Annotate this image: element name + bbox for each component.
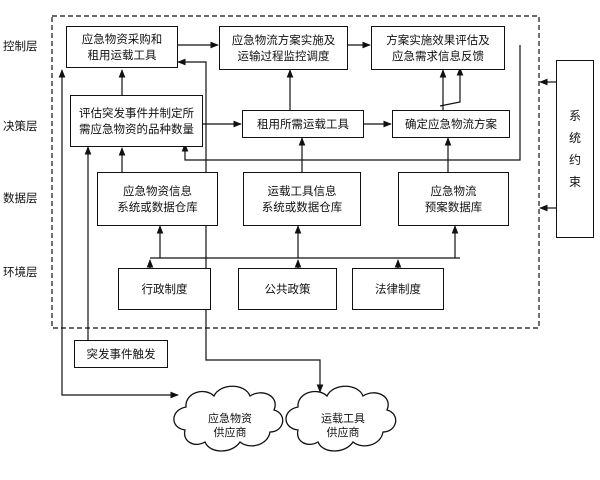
box-db-materials-label: 应急物资信息 系统或数据仓库 [117,184,198,214]
box-db-tools-label: 运载工具信息 系统或数据仓库 [261,184,343,214]
box-plan-implement-label: 应急物流方案实施及 运输过程监控调度 [231,33,336,63]
box-db-plans-label: 应急物流 预案数据库 [424,184,483,214]
layer-label-control: 控制层 [3,39,38,53]
box-system-constraint-label: 系 统 约 束 [568,109,581,189]
box-emergency-trigger-label: 突发事件触发 [86,347,156,361]
box-admin-system-label: 行政制度 [141,282,188,296]
cloud-supplier-tools [285,385,397,452]
box-confirm-plan: 确定应急物流方案 [392,110,510,138]
supplier-tools-link [177,58,324,393]
box-law-system-label: 法律制度 [375,282,421,296]
box-plan-implement: 应急物流方案实施及 运输过程监控调度 [219,26,348,70]
cloud-supplier-materials-label: 应急物资 供应商 [208,412,252,439]
box-system-constraint: 系 统 约 束 [556,60,594,238]
cloud-supplier-materials [173,385,284,452]
box-procure-rent-label: 应急物资采购和 租用运载工具 [81,32,163,62]
supplier-materials-link [58,69,179,399]
layer-label-decision: 决策层 [3,119,38,133]
box-public-policy: 公共政策 [238,268,337,310]
box-db-tools: 运载工具信息 系统或数据仓库 [243,172,361,226]
box-procure-rent: 应急物资采购和 租用运载工具 [66,26,178,68]
box-db-plans: 应急物流 预案数据库 [398,172,509,226]
layer-label-environment: 环境层 [3,265,38,279]
box-evaluate-feedback: 方案实施效果评估及 应急需求信息反馈 [371,26,505,70]
box-evaluate-feedback-label: 方案实施效果评估及 应急需求信息反馈 [386,33,490,63]
feedback-to-evaluate [439,67,464,107]
box-emergency-trigger: 突发事件触发 [74,340,168,368]
box-rent-tools: 租用所需运载工具 [242,110,364,138]
box-assess-demand-label: 评估突发事件并制定所 需应急物资的品种数量 [79,106,194,136]
box-public-policy-label: 公共政策 [264,282,311,296]
box-admin-system: 行政制度 [118,268,211,310]
box-law-system: 法律制度 [352,268,444,310]
box-db-materials: 应急物资信息 系统或数据仓库 [97,172,218,226]
cloud-supplier-tools-label: 运载工具 供应商 [321,412,365,439]
box-confirm-plan-label: 确定应急物流方案 [405,117,497,131]
layer-label-data: 数据层 [3,191,38,205]
box-rent-tools-label: 租用所需运载工具 [257,117,349,131]
box-assess-demand: 评估突发事件并制定所 需应急物资的品种数量 [70,95,203,147]
